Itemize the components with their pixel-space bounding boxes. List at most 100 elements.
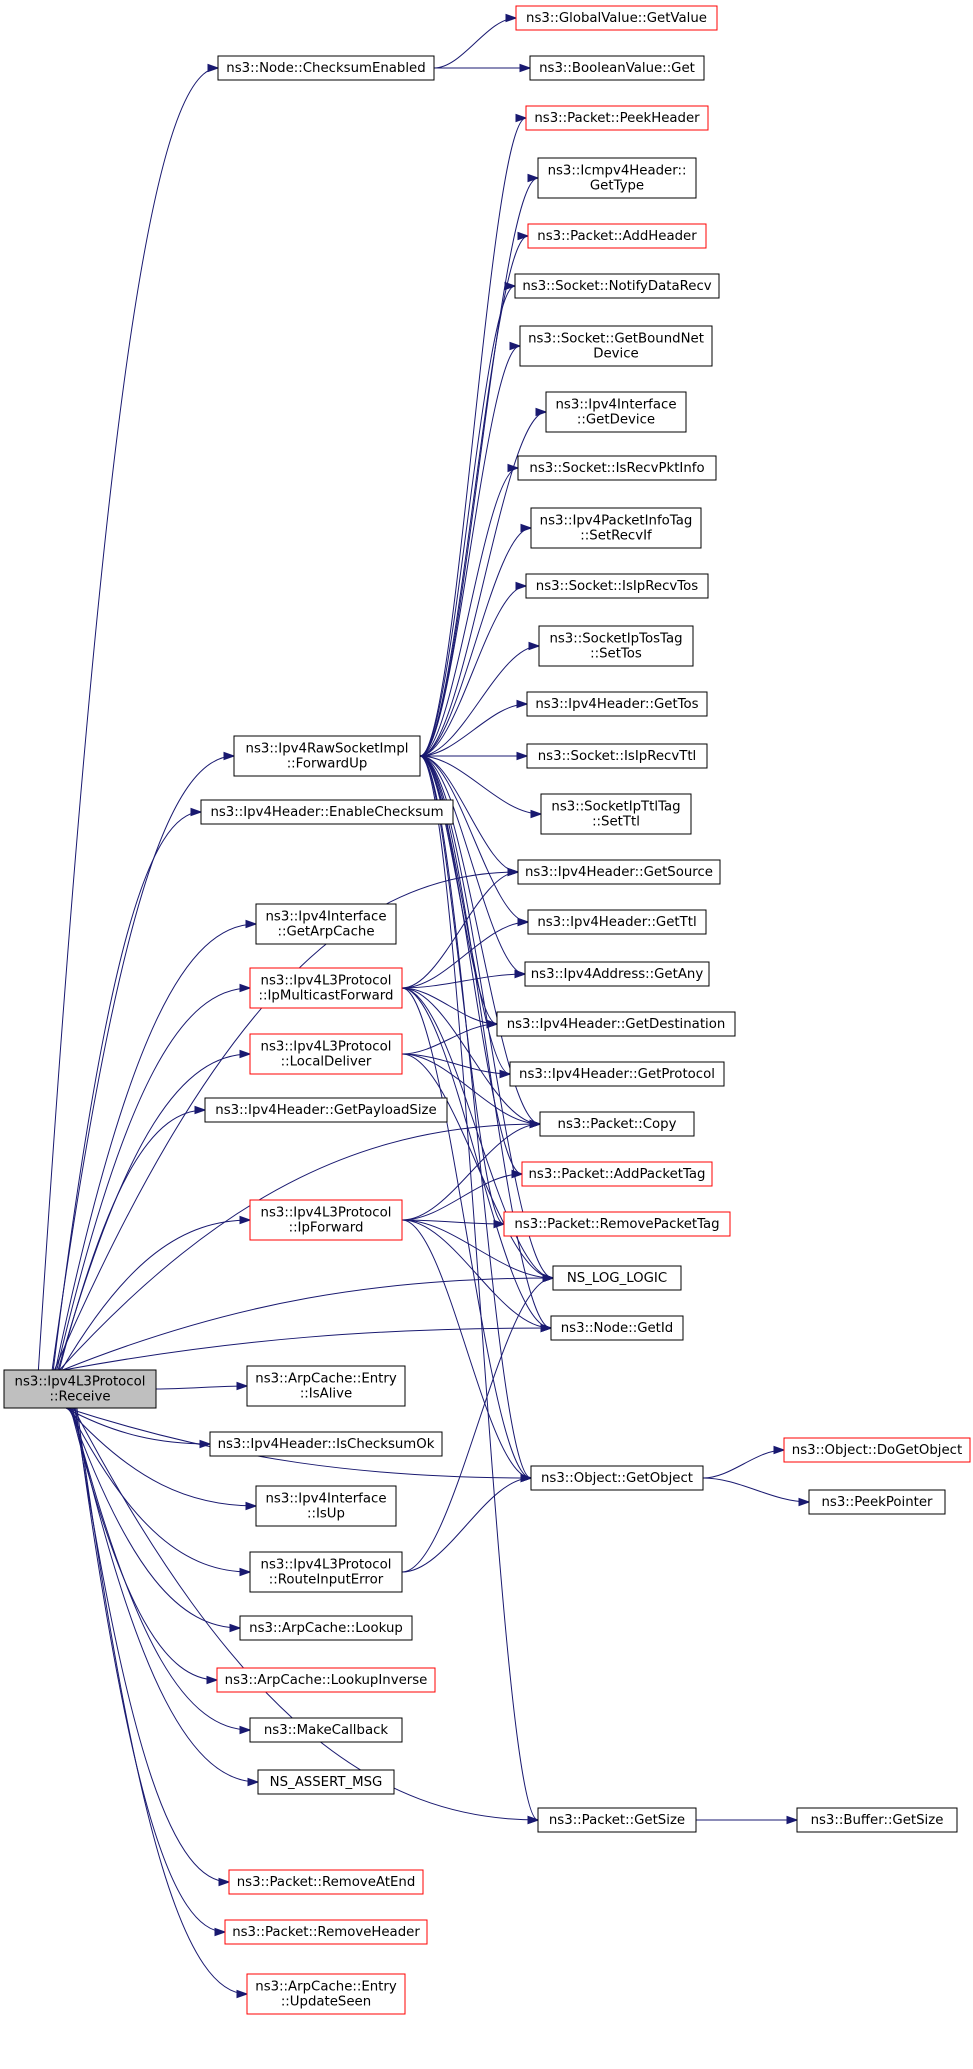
- node-packet-addpackettag[interactable]: ns3::Packet::AddPacketTag: [521, 1161, 713, 1187]
- node-globalvalue-getvalue[interactable]: ns3::GlobalValue::GetValue: [515, 5, 718, 31]
- node-box: [503, 1211, 731, 1237]
- edge-localdeliver-to-packet-copy: [401, 1053, 541, 1125]
- node-socket-notifydatarecv[interactable]: ns3::Socket::NotifyDataRecv: [514, 273, 720, 299]
- node-ns-log-logic[interactable]: NS_LOG_LOGIC: [552, 1265, 682, 1291]
- node-ipv4header-getsource[interactable]: ns3::Ipv4Header::GetSource: [517, 859, 721, 885]
- edge-receive-to-arpcache-lookupinverse: [70, 1407, 218, 1681]
- node-packet-getsize[interactable]: ns3::Packet::GetSize: [537, 1807, 697, 1833]
- node-ipv4header-getdestination[interactable]: ns3::Ipv4Header::GetDestination: [496, 1011, 736, 1037]
- edge-routeinputerror-to-object-getobject: [401, 1477, 532, 1573]
- node-ipv4header-enablechecksum[interactable]: ns3::Ipv4Header::EnableChecksum: [200, 799, 454, 825]
- node-object-getobject[interactable]: ns3::Object::GetObject: [530, 1465, 704, 1491]
- node-icmpv4header-gettype[interactable]: ns3::Icmpv4Header::GetType: [537, 157, 697, 199]
- node-packet-removeheader[interactable]: ns3::Packet::RemoveHeader: [224, 1919, 428, 1945]
- node-ipv4interface-getdevice[interactable]: ns3::Ipv4Interface::GetDevice: [545, 391, 687, 433]
- node-label: ns3::Icmpv4Header::: [548, 164, 687, 179]
- node-box: [246, 1365, 406, 1407]
- node-label: ns3::Socket::GetBoundNet: [528, 332, 704, 347]
- node-ipv4header-getprotocol[interactable]: ns3::Ipv4Header::GetProtocol: [509, 1061, 725, 1087]
- node-ipmulticastforward[interactable]: ns3::Ipv4L3Protocol::IpMulticastForward: [249, 967, 403, 1009]
- node-makecallback[interactable]: ns3::MakeCallback: [249, 1717, 403, 1743]
- node-packet-peekheader[interactable]: ns3::Packet::PeekHeader: [525, 105, 709, 131]
- node-localdeliver[interactable]: ns3::Ipv4L3Protocol::LocalDeliver: [249, 1033, 403, 1075]
- edge-receive-to-routeinputerror: [68, 1407, 251, 1573]
- node-box: [249, 1199, 403, 1241]
- node-buffer-getsize[interactable]: ns3::Buffer::GetSize: [796, 1807, 958, 1833]
- node-ipv4packetinfotag-setrecvif[interactable]: ns3::Ipv4PacketInfoTag::SetRecvIf: [530, 507, 702, 549]
- node-booleanvalue-get[interactable]: ns3::BooleanValue::Get: [529, 55, 705, 81]
- node-label: ns3::Packet::Copy: [558, 1117, 677, 1132]
- edge-rawsocket-forwardup-to-socket-isiprecvtos: [419, 585, 527, 757]
- node-rawsocket-forwardup[interactable]: ns3::Ipv4RawSocketImpl::ForwardUp: [233, 735, 421, 777]
- node-ipforward[interactable]: ns3::Ipv4L3Protocol::IpForward: [249, 1199, 403, 1241]
- node-box: [552, 1265, 682, 1291]
- edge-arrowhead: [194, 1105, 207, 1115]
- node-box: [204, 1097, 448, 1123]
- edge-arrowhead: [527, 173, 540, 183]
- node-label: ns3::Packet::RemoveAtEnd: [237, 1875, 416, 1890]
- node-arpcache-lookupinverse[interactable]: ns3::ArpCache::LookupInverse: [216, 1667, 436, 1693]
- edge-rawsocket-forwardup-to-socket-getboundnetdevice: [419, 345, 521, 757]
- node-packet-addheader[interactable]: ns3::Packet::AddHeader: [527, 223, 707, 249]
- node-label: ns3::Socket::IsRecvPktInfo: [529, 461, 704, 476]
- edge-arrowhead: [517, 917, 530, 927]
- node-label: ns3::Packet::RemovePacketTag: [514, 1217, 719, 1232]
- edge-arrowhead: [245, 919, 258, 929]
- node-socket-isiprecvttl[interactable]: ns3::Socket::IsIpRecvTtl: [526, 743, 708, 769]
- edge-arrowhead: [507, 867, 520, 877]
- edge-arrowhead: [527, 1815, 540, 1825]
- edge-arrowhead: [239, 1215, 252, 1225]
- node-ns-assert-msg[interactable]: NS_ASSERT_MSG: [257, 1769, 395, 1795]
- node-checksum-enabled[interactable]: ns3::Node::ChecksumEnabled: [217, 55, 435, 81]
- edge-rawsocket-forwardup-to-ipv4interface-getdevice: [419, 411, 547, 757]
- node-label: ns3::Ipv4Header::IsChecksumOk: [218, 1437, 435, 1452]
- edge-ipmulticastforward-to-ipv4header-getsource: [401, 871, 519, 989]
- node-ipv4interface-isup[interactable]: ns3::Ipv4Interface::IsUp: [255, 1485, 397, 1527]
- node-ipv4header-getttl[interactable]: ns3::Ipv4Header::GetTtl: [527, 909, 707, 935]
- node-ipv4header-getpayloadsize[interactable]: ns3::Ipv4Header::GetPayloadSize: [204, 1097, 448, 1123]
- nodes-layer: ns3::Ipv4L3Protocol::Receivens3::Node::C…: [3, 5, 971, 2015]
- edge-receive-to-ipv4header-getpayloadsize: [58, 1109, 206, 1371]
- node-box: [526, 691, 708, 717]
- node-ipv4header-ischecksumok[interactable]: ns3::Ipv4Header::IsChecksumOk: [209, 1431, 443, 1457]
- node-box: [530, 1465, 704, 1491]
- node-box: [249, 967, 403, 1009]
- node-socketipttltag-setttl[interactable]: ns3::SocketIpTtlTag::SetTtl: [540, 793, 692, 835]
- node-arpcache-entry-updateseen[interactable]: ns3::ArpCache::Entry::UpdateSeen: [246, 1973, 406, 2015]
- edge-rawsocket-forwardup-to-packet-getsize: [419, 755, 539, 1821]
- edge-arrowhead: [505, 13, 518, 23]
- node-label: ns3::ArpCache::Lookup: [249, 1621, 403, 1636]
- node-socketiptostag-settos[interactable]: ns3::SocketIpTosTag::SetTos: [538, 625, 694, 667]
- edge-rawsocket-forwardup-to-socket-isrecvpktinfo: [419, 467, 519, 757]
- node-packet-copy[interactable]: ns3::Packet::Copy: [539, 1111, 695, 1137]
- node-ipv4address-getany[interactable]: ns3::Ipv4Address::GetAny: [524, 961, 710, 987]
- edge-arrowhead: [236, 1381, 249, 1391]
- node-peekpointer[interactable]: ns3::PeekPointer: [808, 1489, 946, 1515]
- node-box: [249, 1717, 403, 1743]
- node-ipv4interface-getarpcache[interactable]: ns3::Ipv4Interface::GetArpCache: [255, 903, 397, 945]
- node-box: [525, 573, 709, 599]
- node-label: ns3::Ipv4Header::GetSource: [525, 865, 713, 880]
- edge-arrowhead: [773, 1445, 786, 1455]
- node-node-getid[interactable]: ns3::Node::GetId: [550, 1315, 684, 1341]
- node-arpcache-entry-isalive[interactable]: ns3::ArpCache::Entry::IsAlive: [246, 1365, 406, 1407]
- node-packet-removeatend[interactable]: ns3::Packet::RemoveAtEnd: [228, 1869, 424, 1895]
- node-ipv4header-gettos[interactable]: ns3::Ipv4Header::GetTos: [526, 691, 708, 717]
- edge-ipforward-to-object-getobject: [401, 1219, 532, 1479]
- node-arpcache-lookup[interactable]: ns3::ArpCache::Lookup: [239, 1615, 413, 1641]
- node-label: ns3::Socket::IsIpRecvTtl: [538, 749, 697, 764]
- node-object-dogetobject[interactable]: ns3::Object::DoGetObject: [783, 1437, 971, 1463]
- node-socket-isrecvpktinfo[interactable]: ns3::Socket::IsRecvPktInfo: [517, 455, 717, 481]
- node-routeinputerror[interactable]: ns3::Ipv4L3Protocol::RouteInputError: [249, 1551, 403, 1593]
- node-label: ns3::ArpCache::Entry: [255, 1980, 397, 1995]
- edge-receive-to-object-getobject: [66, 1407, 532, 1479]
- edge-ipforward-to-packet-removepackettag: [401, 1219, 505, 1225]
- edge-arrowhead: [798, 1497, 811, 1507]
- edge-arrowhead: [528, 641, 541, 651]
- node-label: ::LocalDeliver: [281, 1055, 372, 1070]
- edge-arrowhead: [236, 1989, 249, 1999]
- node-packet-removepackettag[interactable]: ns3::Packet::RemovePacketTag: [503, 1211, 731, 1237]
- node-socket-isiprecvtos[interactable]: ns3::Socket::IsIpRecvTos: [525, 573, 709, 599]
- node-label: ns3::Object::GetObject: [541, 1471, 693, 1486]
